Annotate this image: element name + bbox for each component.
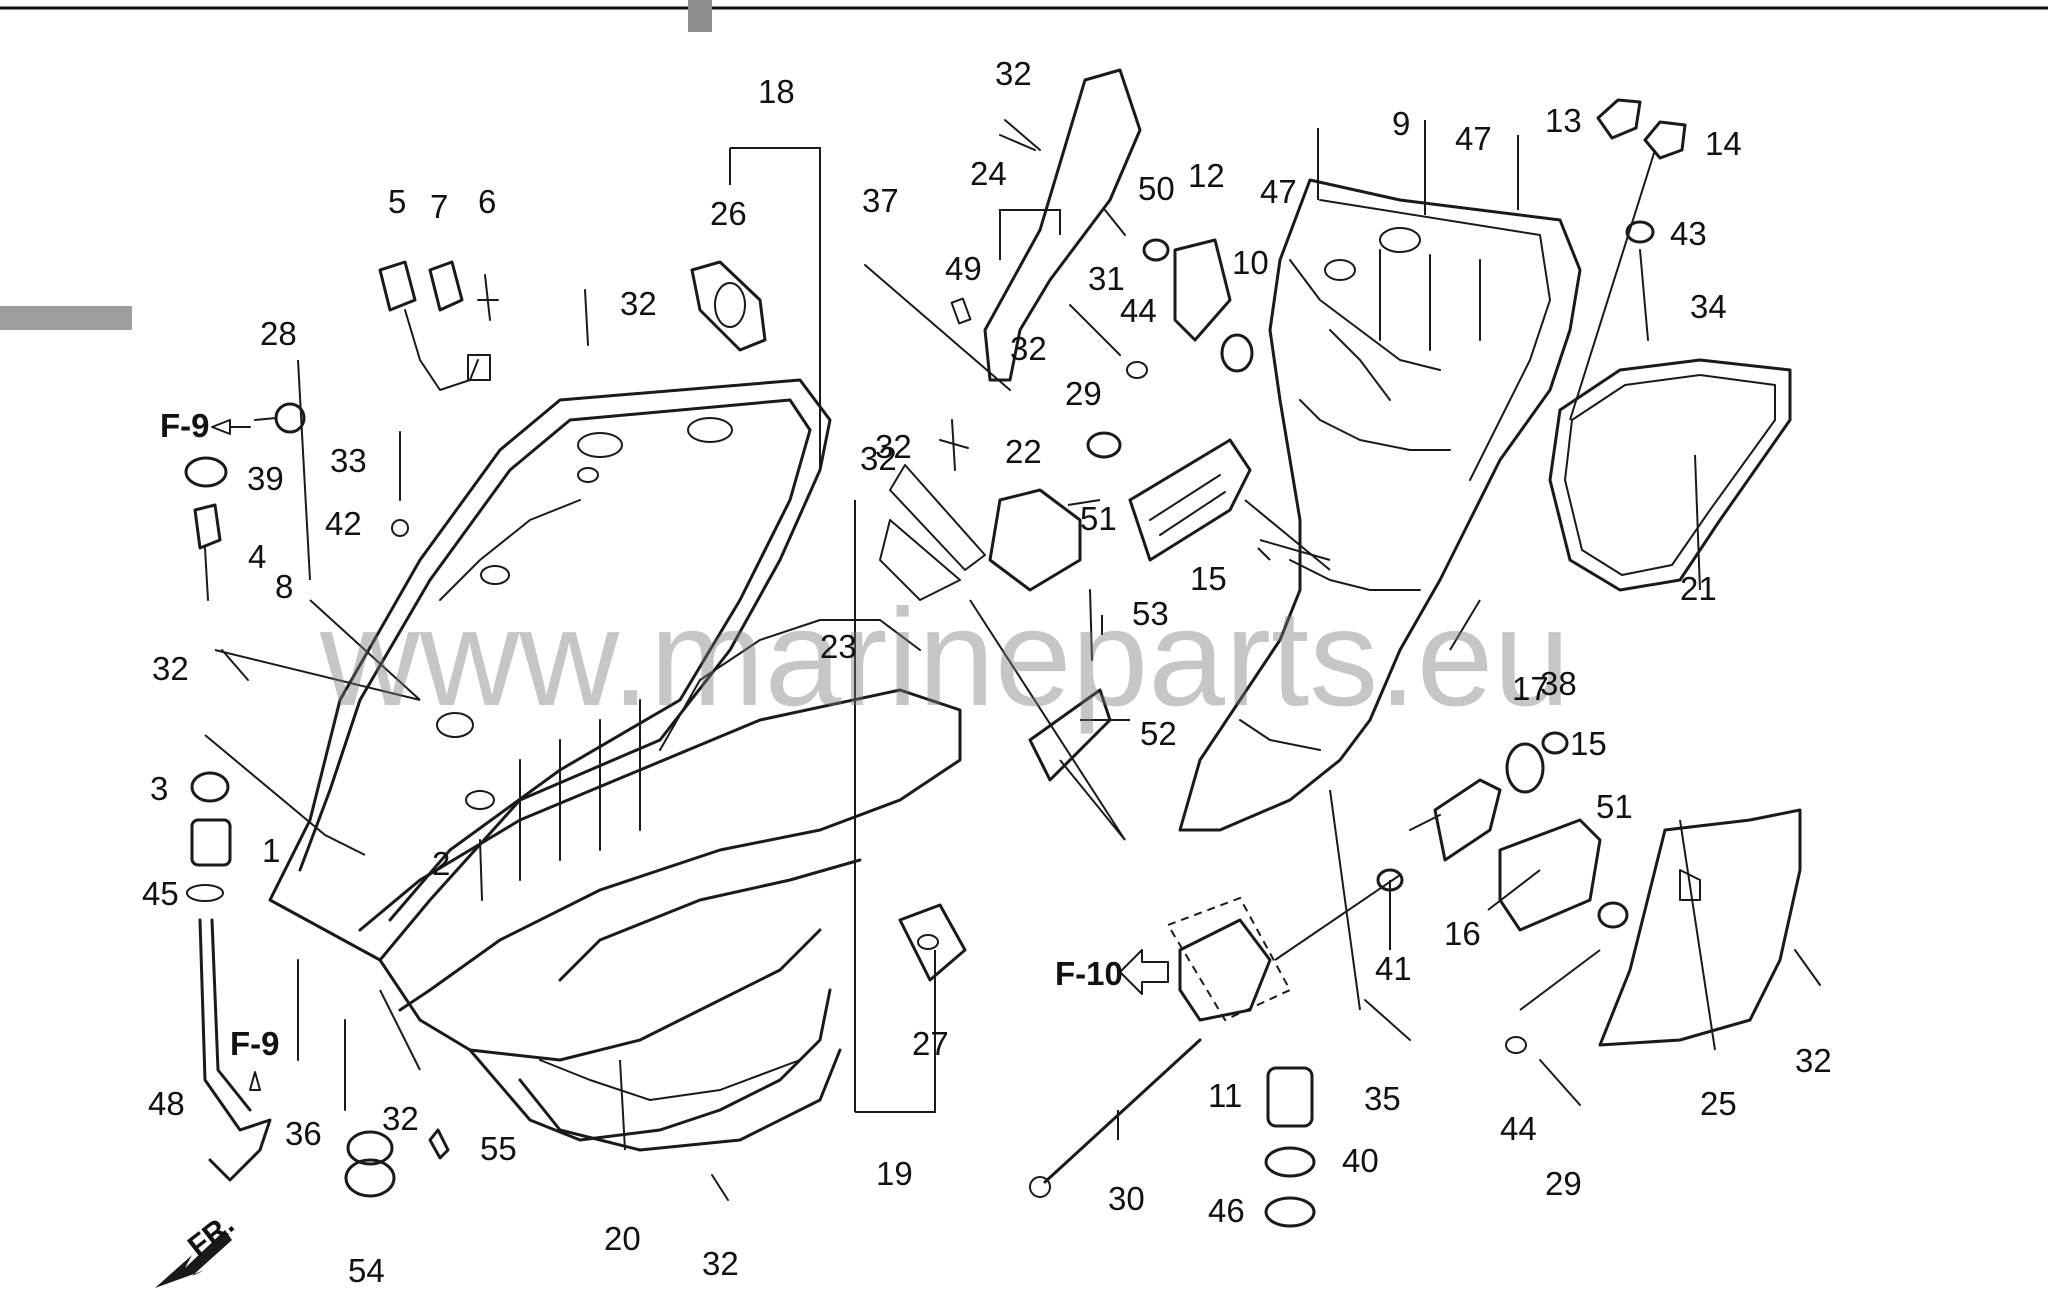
reference-label[interactable]: F-9 [160, 407, 210, 444]
part-label: 36 [285, 1115, 322, 1152]
part-label: 42 [325, 505, 362, 542]
f10-arrow-icon [1119, 949, 1169, 995]
part-label: 8 [275, 568, 293, 605]
part-label: 32 [382, 1100, 419, 1137]
part-label: 17 [1512, 670, 1549, 707]
part-label: 32 [702, 1245, 739, 1282]
part-label: 1 [262, 832, 280, 869]
part-label: 28 [260, 315, 297, 352]
side-tab-marker [0, 306, 132, 330]
part-label: 26 [710, 195, 747, 232]
part-label: 29 [1545, 1165, 1582, 1202]
part-label: 32 [620, 285, 657, 322]
part-label: 23 [820, 628, 857, 665]
center-brackets [864, 68, 1254, 782]
part-label: 34 [1690, 288, 1727, 325]
part-label: 24 [970, 155, 1007, 192]
extension-case-drawing [939, 98, 1821, 1228]
lower-cover-seal-drawing [518, 464, 986, 1152]
part-label: 48 [148, 1085, 185, 1122]
part-label: 47 [1455, 120, 1492, 157]
part-label: 15 [1190, 560, 1227, 597]
reference-label[interactable]: F-9 [230, 1025, 280, 1062]
part-label: 15 [1570, 725, 1607, 762]
part-label: 11 [1208, 1077, 1242, 1114]
front-direction-label: FR. [182, 1208, 240, 1264]
part-label: 51 [1596, 788, 1633, 825]
part-label: 33 [330, 442, 367, 479]
part-callouts: 1 2 3 4 5 6 7 8 9 10 11 12 13 14 15 15 1… [142, 55, 1832, 1289]
part-label: 13 [1545, 102, 1582, 139]
part-label: 6 [478, 183, 496, 220]
part-label: 50 [1138, 170, 1175, 207]
part-label: 39 [247, 460, 284, 497]
part-label: 31 [1088, 260, 1125, 297]
part-label: 38 [1540, 665, 1577, 702]
part-label: 32 [1010, 330, 1047, 367]
part-label: 3 [150, 770, 168, 807]
part-label: 32 [875, 428, 912, 465]
part-label: 53 [1132, 595, 1169, 632]
part-label: 20 [604, 1220, 641, 1257]
part-label: 4 [248, 538, 266, 575]
part-label: 25 [1700, 1085, 1737, 1122]
part-label: 47 [1260, 173, 1297, 210]
part-label: 45 [142, 875, 179, 912]
part-label: 44 [1120, 292, 1157, 329]
part-label: 52 [1140, 715, 1177, 752]
part-label: 32 [860, 440, 897, 477]
part-label: 44 [1500, 1110, 1537, 1147]
f9-arrow-icon [211, 419, 231, 435]
part-label: 32 [152, 650, 189, 687]
small-parts-left [184, 260, 967, 1201]
reference-label[interactable]: F-10 [1055, 955, 1123, 992]
part-label: 32 [995, 55, 1032, 92]
top-tab-marker [688, 0, 712, 32]
leader-lines [204, 120, 1716, 1151]
watermark-text: www.marineparts.eu [319, 581, 1570, 735]
part-label: 49 [945, 250, 982, 287]
part-label: 10 [1232, 244, 1269, 281]
part-label: 55 [480, 1130, 517, 1167]
part-label: 32 [1795, 1042, 1832, 1079]
part-label: 54 [348, 1252, 385, 1289]
part-label: 7 [430, 188, 448, 225]
part-label: 37 [862, 182, 899, 219]
part-label: 5 [388, 183, 406, 220]
part-label: 9 [1392, 105, 1410, 142]
part-label: 16 [1444, 915, 1481, 952]
part-label: 35 [1364, 1080, 1401, 1117]
part-label: 18 [758, 73, 795, 110]
lower-cover-drawing [268, 378, 962, 1142]
part-label: 2 [432, 845, 450, 882]
part-label: 40 [1342, 1142, 1379, 1179]
part-label: 21 [1680, 570, 1717, 607]
part-label: 14 [1705, 125, 1742, 162]
part-label: 30 [1108, 1180, 1145, 1217]
part-label: 43 [1670, 215, 1707, 252]
part-label: 46 [1208, 1192, 1245, 1229]
part-label: 27 [912, 1025, 949, 1062]
part-label: 12 [1188, 157, 1225, 194]
part-label: 51 [1080, 500, 1117, 537]
part-label: 29 [1065, 375, 1102, 412]
part-label: 22 [1005, 433, 1042, 470]
front-direction-arrow-icon [155, 1230, 232, 1288]
part-label: 19 [876, 1155, 913, 1192]
f9-arrow-up-icon [249, 1071, 261, 1091]
part-label: 41 [1375, 950, 1412, 987]
